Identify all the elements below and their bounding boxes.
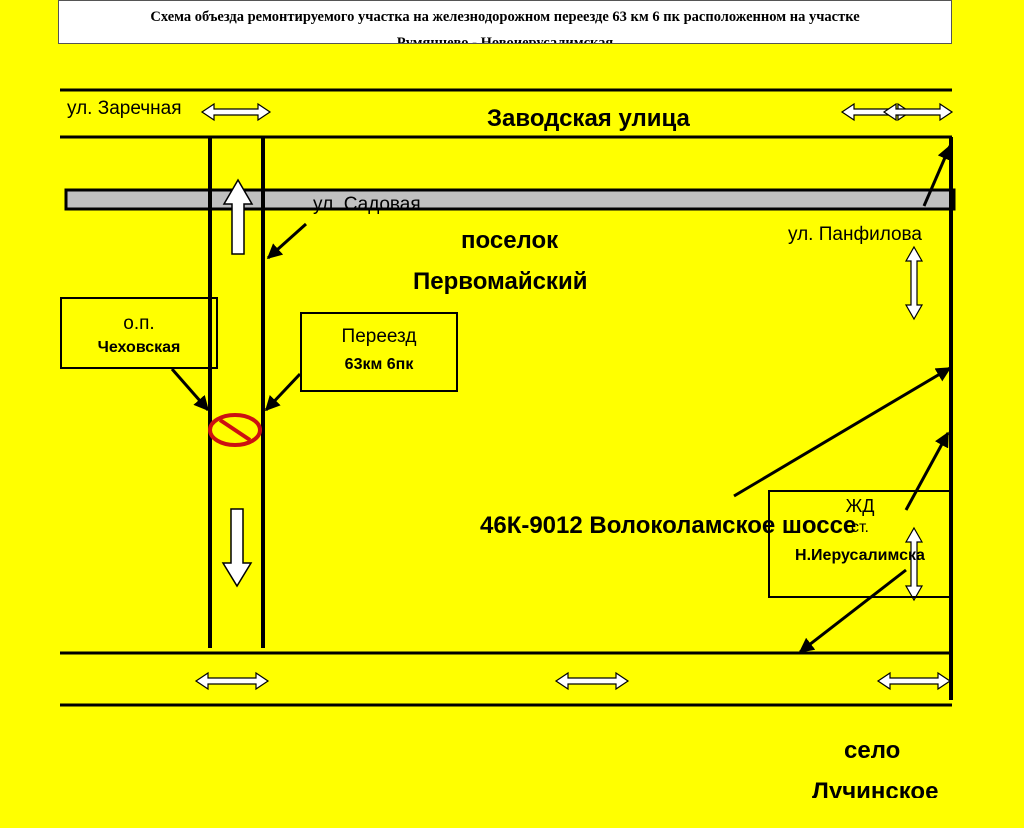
title-line-2: Румянцево - Новоиерусалимская [396,35,614,44]
double-arrow-icon [194,671,270,691]
crossing-box-line-1: Переезд [341,326,417,347]
panfilova-pointer [922,144,952,207]
up-arrow-icon [222,178,254,255]
vertical-double-arrow-icon [904,245,924,321]
crossing-box: Переезд 63км 6пк [300,312,458,392]
double-arrow-icon [876,671,952,691]
settlement-selo-line-2-clip: Лучинское [800,778,950,798]
railway-station-box-line-3: Н.Иерусалимска [795,547,925,564]
street-label-zavodskaya: Заводская улица [487,105,690,132]
street-label-panfilova: ул. Панфилова [788,224,923,245]
title-box: Схема объезда ремонтируемого участка на … [58,0,952,44]
highway-pointer-2 [904,431,950,511]
railway-station-box-line-2: ст. [851,519,869,536]
settlement-poselok-line-1: поселок [461,227,559,254]
railway-band [64,188,956,211]
vertical-double-arrow-icon [904,526,924,602]
title-line-1: Схема объезда ремонтируемого участка на … [150,9,860,25]
street-label-sadovaya: ул. Садовая [313,194,421,215]
street-label-zarechnaya: ул. Заречная [67,98,182,119]
station-box-line-1: о.п. [123,313,155,334]
settlement-selo-line-2: Лучинское [812,778,939,798]
double-arrow-icon [882,102,954,122]
no-entry-icon [208,413,262,447]
settlement-poselok-line-2: Первомайский [413,268,588,295]
down-arrow-icon [221,508,253,588]
railway-station-box: ЖД ст. Н.Иерусалимска [768,490,952,598]
crossing-box-line-2: 63км 6пк [344,356,414,373]
station-box: о.п. Чеховская [60,297,218,369]
highway-pointer-1 [733,366,952,498]
station-box-line-2: Чеховская [97,339,181,356]
settlement-selo-line-1: село [844,737,901,764]
sadovaya-pointer [266,222,308,260]
double-arrow-icon [200,102,272,122]
railway-station-box-line-1: ЖД [845,496,875,516]
highway-pointer-3 [798,568,907,654]
street-label-highway: 46К-9012 Волоколамское шоссе [480,512,857,539]
double-arrow-icon [554,671,630,691]
crossing-pointer [264,372,302,412]
station-pointer [170,368,210,412]
